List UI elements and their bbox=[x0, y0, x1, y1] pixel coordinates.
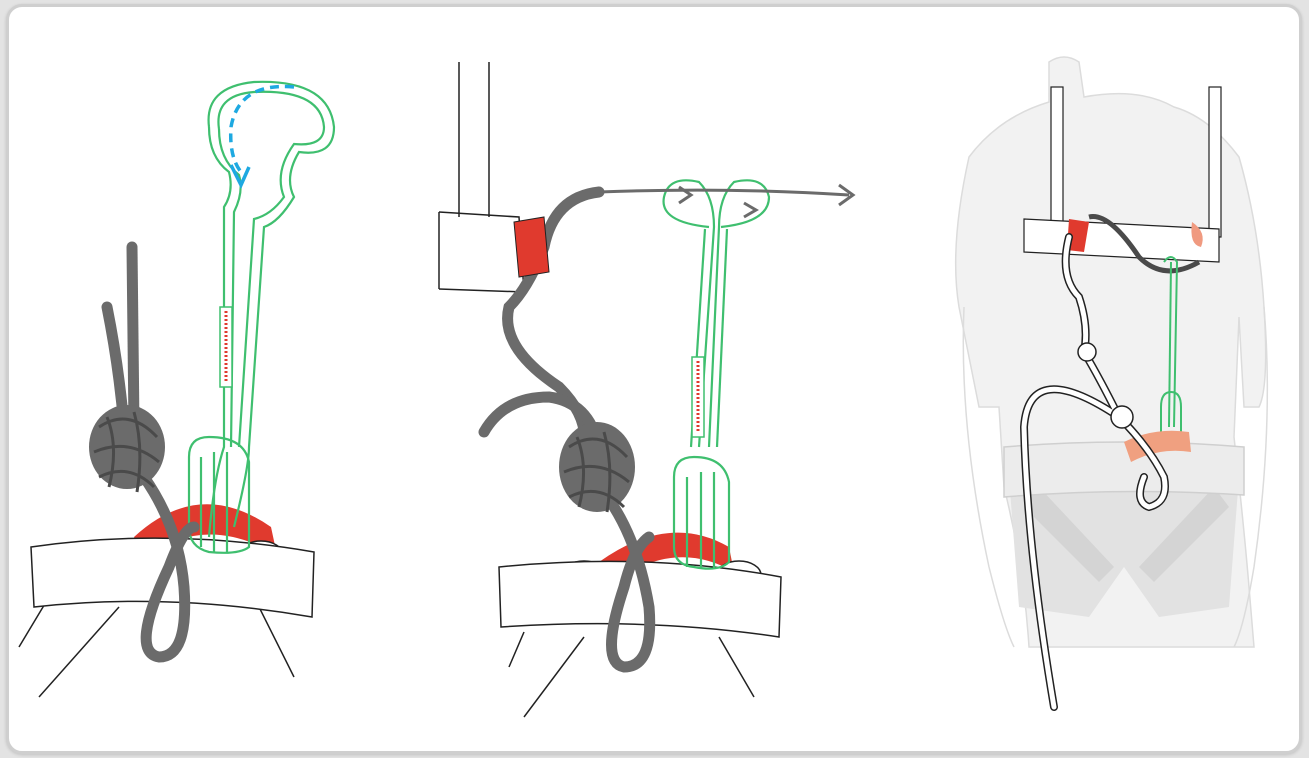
figure-eight-knot bbox=[559, 422, 635, 512]
pull-arrow-mid-icon bbox=[744, 203, 756, 217]
figure-eight-knot bbox=[89, 405, 165, 492]
knot-small bbox=[1111, 406, 1133, 428]
climber-tied-in-icon bbox=[909, 7, 1299, 751]
waist-belt bbox=[1004, 442, 1244, 497]
shoulder-strap-right bbox=[1209, 87, 1221, 237]
girth-hitch-step-icon bbox=[9, 7, 389, 751]
illustration-frame bbox=[6, 4, 1302, 754]
harness-leg-line bbox=[509, 632, 524, 667]
shoulder-strap-left bbox=[1051, 87, 1063, 227]
step-2-panel bbox=[409, 7, 879, 751]
body-outline bbox=[439, 62, 524, 292]
harness-leg-line bbox=[39, 607, 119, 697]
step-3-panel bbox=[909, 7, 1299, 751]
sling bbox=[664, 180, 769, 569]
harness-leg-line bbox=[719, 637, 754, 697]
knot-small bbox=[1078, 343, 1096, 361]
harness-leg-line bbox=[259, 607, 294, 677]
pull-arrow-path bbox=[599, 190, 849, 195]
pull-through-step-icon bbox=[409, 7, 879, 751]
rope-keeper-red bbox=[514, 217, 549, 277]
harness-leg-line bbox=[524, 637, 584, 717]
sling bbox=[189, 82, 334, 553]
step-1-panel bbox=[9, 7, 389, 751]
